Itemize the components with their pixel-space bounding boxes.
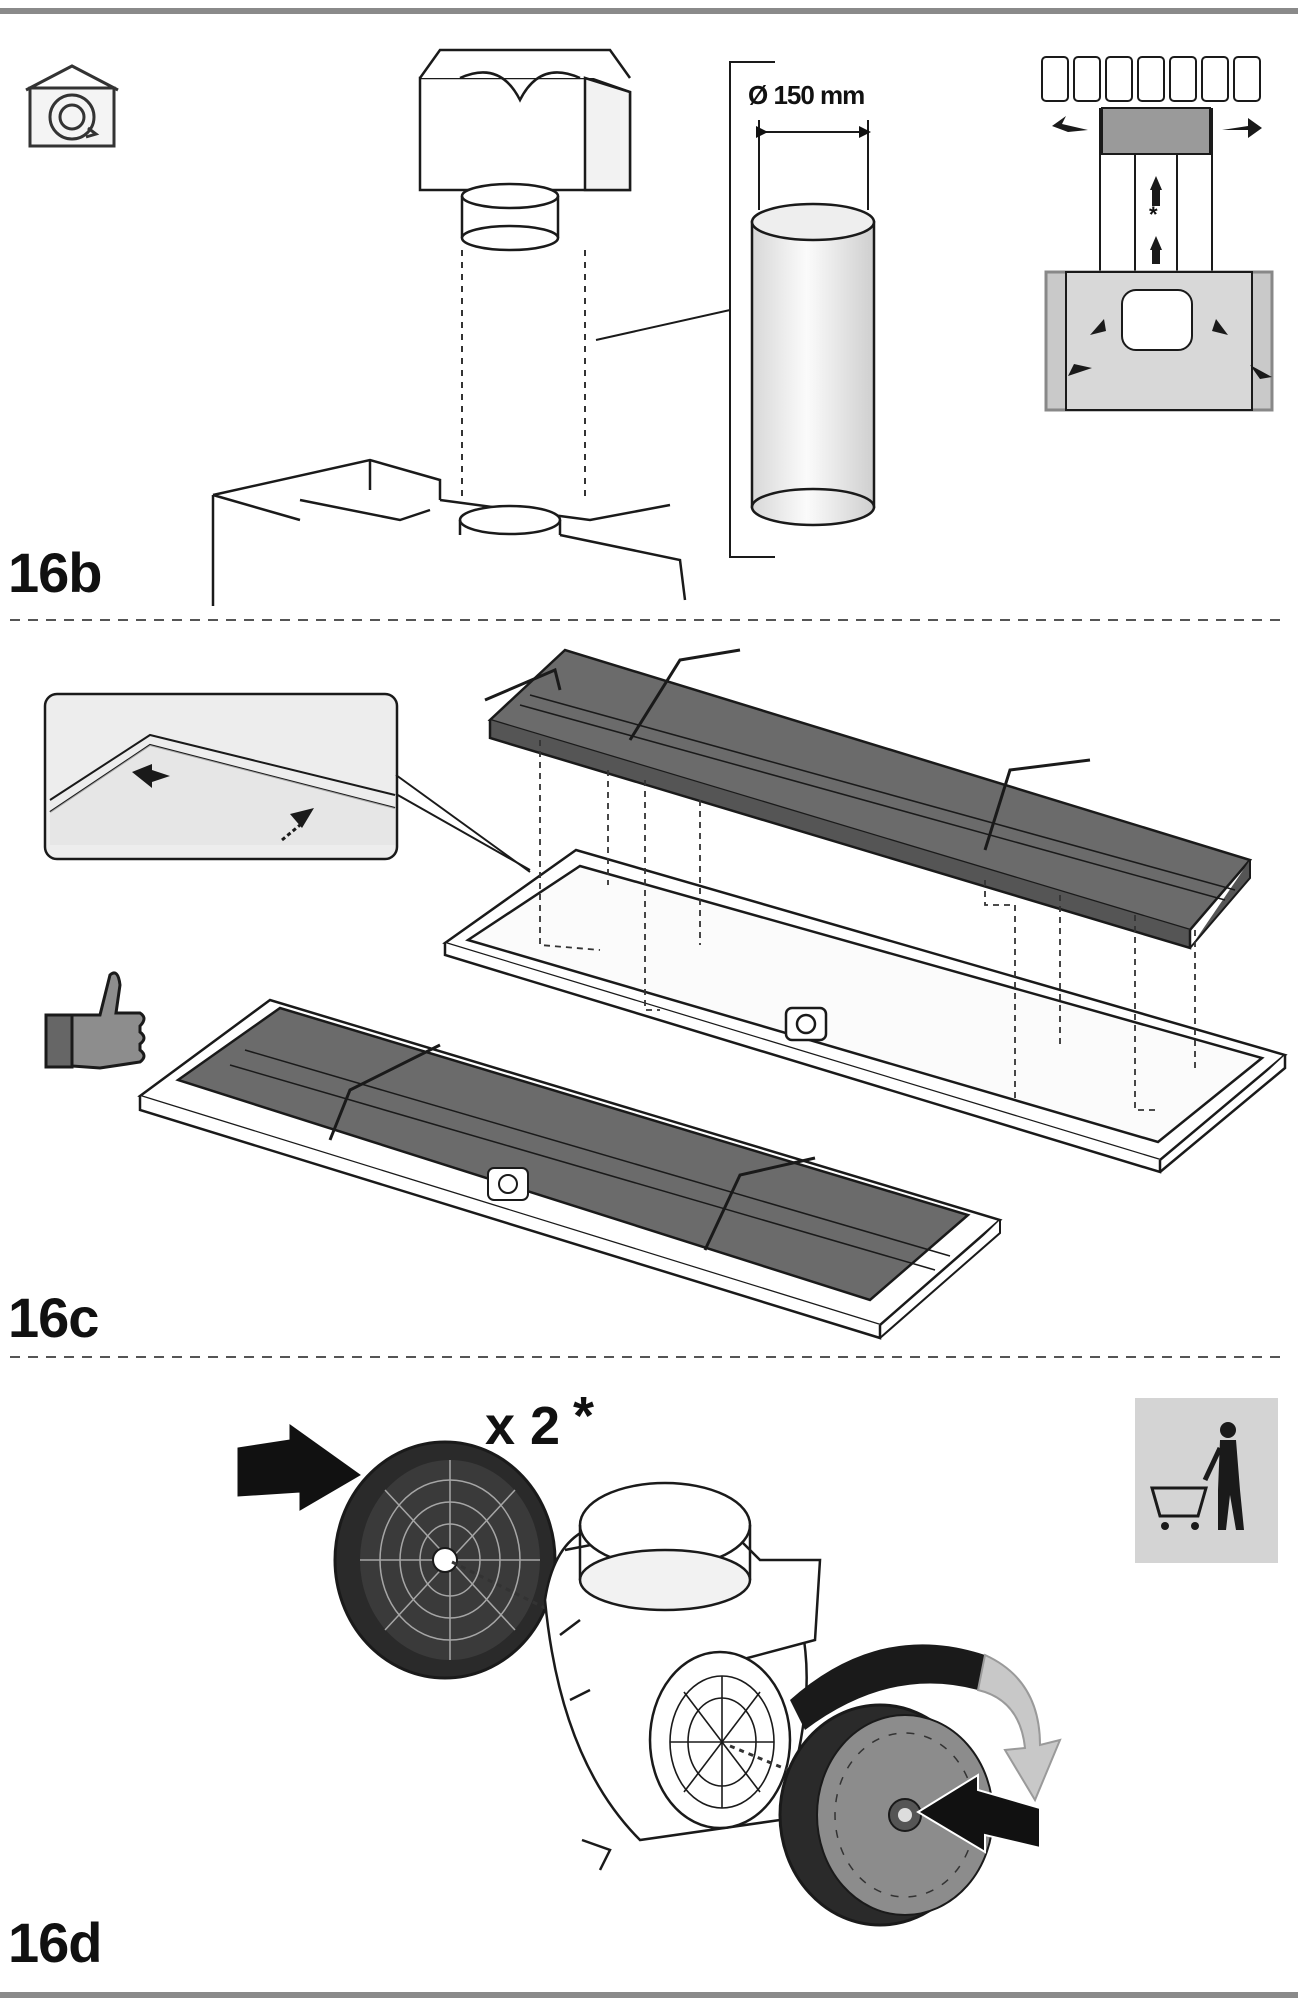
top-rule [0, 8, 1298, 14]
insert-arrow-right [916, 1773, 1041, 1854]
rotate-arrow [790, 1644, 1062, 1803]
carbon-filter-round-left [333, 1440, 557, 1680]
hood-top [211, 458, 687, 606]
section-label-16b: 16b [8, 541, 102, 604]
diameter-dimension [756, 120, 871, 210]
blower-motor [543, 1481, 822, 1871]
duct-diameter-label: Ø 150 mm [748, 80, 865, 110]
airflow-diagram: * [1041, 56, 1274, 412]
bottom-rule [0, 1992, 1298, 1998]
duct-tube [750, 202, 876, 527]
insert-arrow-left [237, 1424, 361, 1511]
filter-frame-open [442, 848, 1288, 1174]
thumbs-up-icon [44, 971, 146, 1070]
detail-callout [43, 692, 531, 873]
filter-quantity-note-mark: * [573, 1386, 595, 1446]
carbon-filter-pad-upper [484, 648, 1253, 950]
filter-frame-assembled [137, 998, 1003, 1340]
recirculation-icon [25, 64, 119, 148]
filter-quantity-label: x 2 [485, 1396, 561, 1456]
section-label-16c: 16c [8, 1286, 99, 1349]
shopping-cart-person-icon [1135, 1398, 1278, 1563]
section-label-16d: 16d [8, 1911, 102, 1974]
air-deflector [418, 48, 632, 252]
airflow-note-mark: * [1149, 202, 1158, 227]
